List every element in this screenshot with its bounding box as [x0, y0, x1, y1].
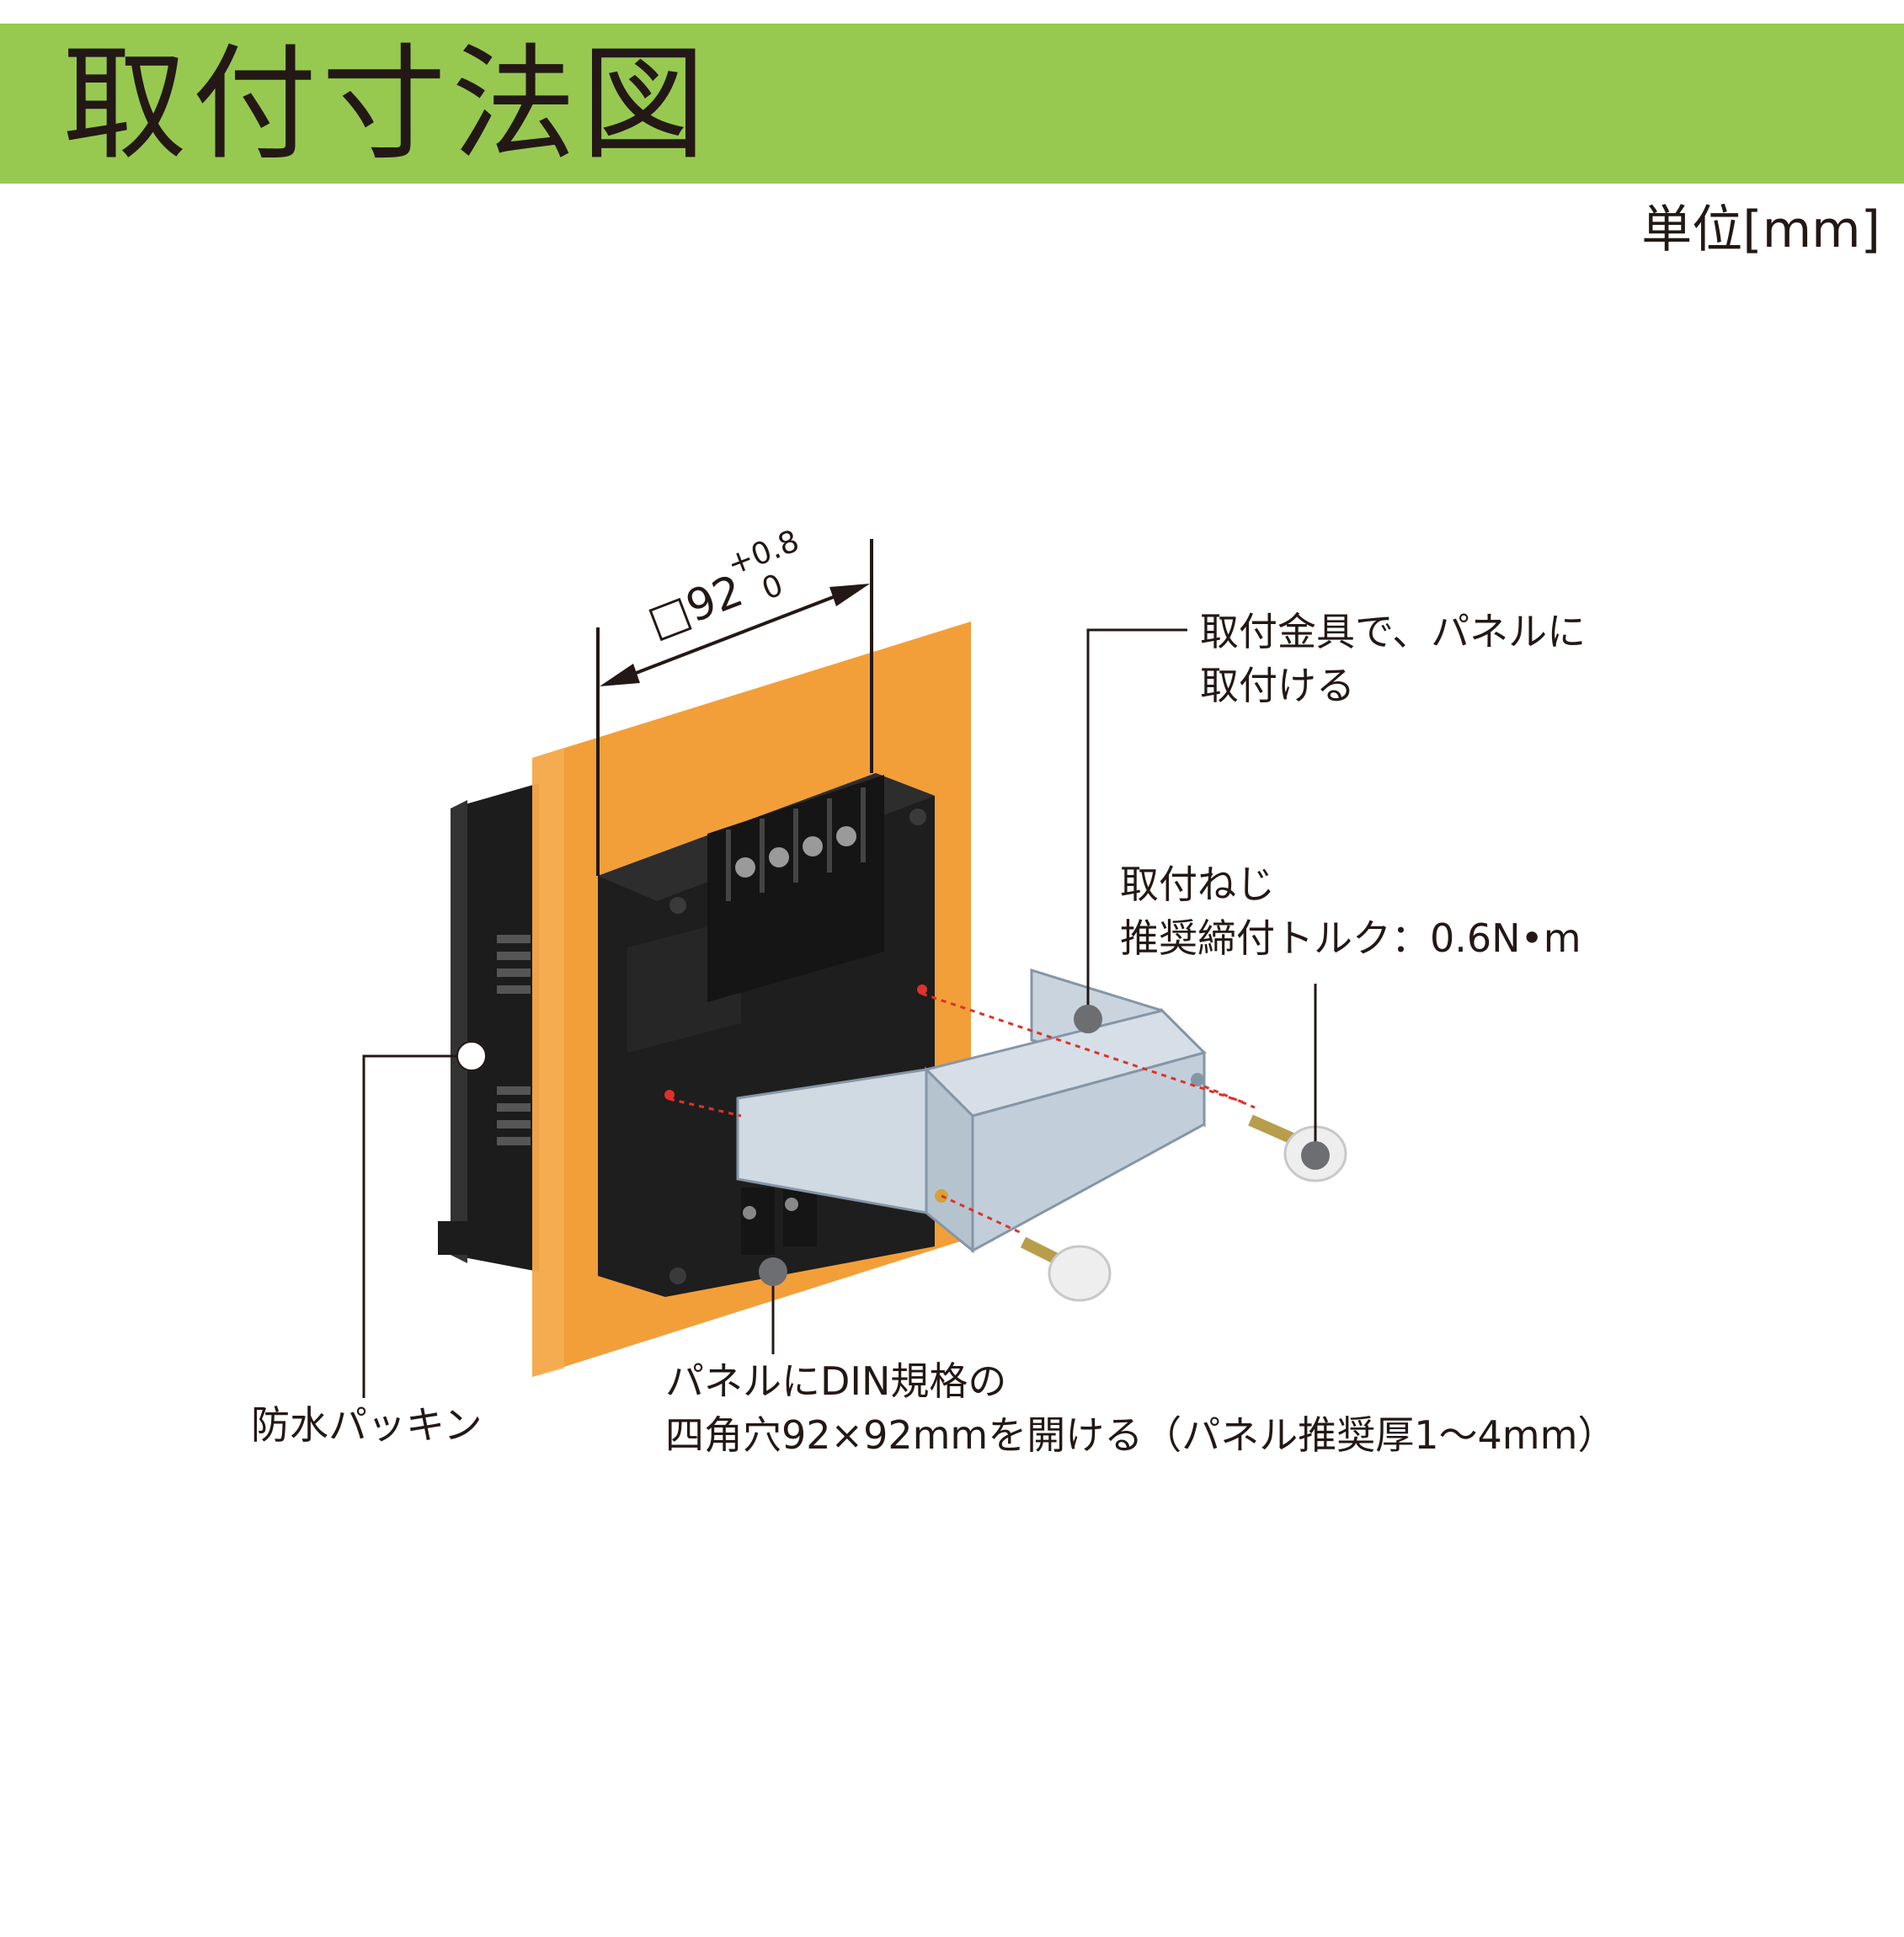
callout-bracket-line1: 取付金具で、パネルに [1200, 609, 1587, 654]
callout-cutout-line2: 四角穴92×92mmを開ける（パネル推奨厚1～4mm） [665, 1412, 1617, 1458]
page-title: 取付寸法図 [62, 32, 711, 177]
screw-guide-lines [669, 992, 1256, 1235]
mounting-screw-upper [1248, 1114, 1347, 1182]
callout-cutout-line1: パネルにDIN規格の [665, 1358, 1007, 1404]
unit-label: 単位[mm] [1641, 200, 1880, 259]
device-front-bezel [438, 783, 539, 1272]
header-band [0, 24, 1904, 184]
callout-bracket-line2: 取付ける [1200, 663, 1355, 708]
marker-screw [1301, 1141, 1330, 1170]
dimension-92 [596, 539, 873, 876]
callout-packing: 防水パッキン [251, 1398, 483, 1452]
tolerance-lower: 0 [757, 568, 787, 606]
dimension-label: □92 +0.8 0 [641, 524, 803, 648]
callout-cutout: パネルにDIN規格の 四角穴92×92mmを開ける（パネル推奨厚1～4mm） [665, 1354, 1616, 1462]
callout-packing-line1: 防水パッキン [251, 1402, 483, 1448]
callout-bracket: 取付金具で、パネルに 取付ける [1200, 605, 1586, 712]
marker-packing [456, 1041, 487, 1071]
marker-cutout [759, 1257, 787, 1286]
mounting-screw-lower [1020, 1236, 1112, 1302]
marker-bracket [1074, 1005, 1102, 1033]
callout-screw-line1: 取付ねじ [1120, 862, 1275, 907]
terminal-block [707, 775, 884, 1002]
callout-screw-line2: 推奨締付トルク：0.6N•m [1120, 915, 1581, 961]
callout-screw: 取付ねじ 推奨締付トルク：0.6N•m [1120, 857, 1581, 965]
